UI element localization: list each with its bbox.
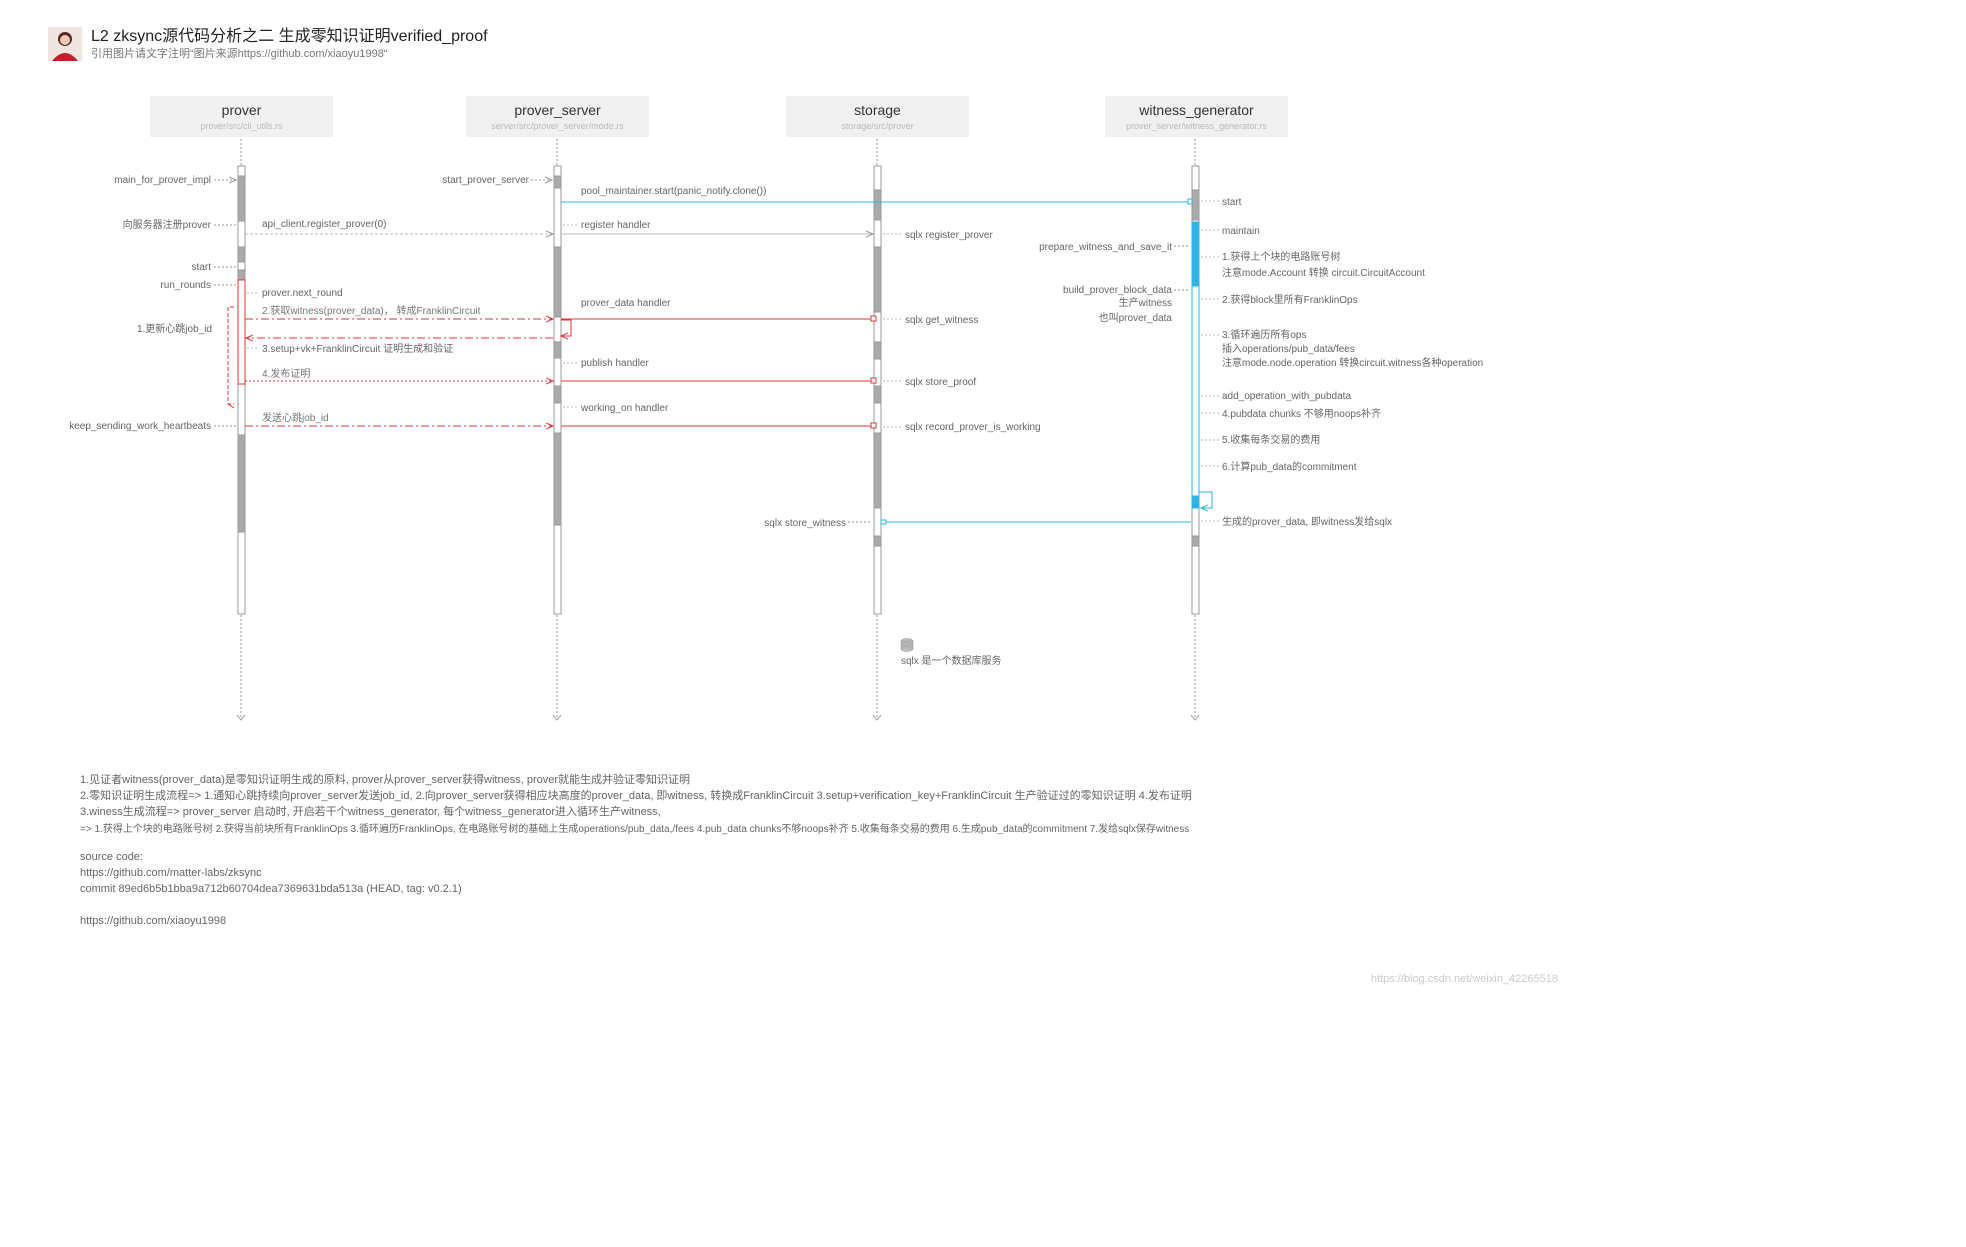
message-store-witness: [880, 491, 1213, 525]
page-title: L2 zksync源代码分析之二 生成零知识证明verified_proof: [91, 28, 488, 45]
label-build-block-data: build_prover_block_data: [1063, 285, 1172, 296]
label-wg-step2: 2.获得block里所有FranklinOps: [1222, 293, 1358, 306]
author-avatar: [48, 27, 82, 61]
label-wg-step5: 5.收集每条交易的费用: [1222, 433, 1320, 446]
label-wg-step4: 4.pubdata chunks 不够用noops补齐: [1222, 407, 1381, 420]
label-sqlx-store-proof: sqlx store_proof: [905, 377, 976, 388]
actor-path: server/src/prover_server/mode.rs: [491, 121, 624, 131]
label-prover-next-round: prover.next_round: [262, 288, 343, 299]
label-get-witness: 2.获取witness(prover_data)， 转成FranklinCirc…: [262, 304, 481, 317]
label-wg-maintain: maintain: [1222, 226, 1260, 237]
label-add-operation: add_operation_with_pubdata: [1222, 391, 1351, 402]
label-register-prover-cn: 向服务器注册prover: [123, 218, 212, 231]
actor-storage: storage storage/src/prover: [786, 96, 969, 137]
label-setup-vk: 3.setup+vk+FranklinCircuit 证明生成和验证: [262, 342, 453, 355]
actor-prover-server: prover_server server/src/prover_server/m…: [466, 96, 649, 137]
label-sqlx-record-working: sqlx record_prover_is_working: [905, 422, 1041, 433]
label-api-register: api_client.register_prover(0): [262, 219, 387, 230]
source-commit: commit 89ed6b5b1bba9a712b60704dea7369631…: [80, 883, 462, 895]
label-wg-step1b: 注意mode.Account 转换 circuit.CircuitAccount: [1222, 266, 1425, 279]
watermark: https://blog.csdn.net/weixin_42265518: [1370, 973, 1558, 985]
label-prepare-witness: prepare_witness_and_save_it: [1039, 242, 1172, 253]
database-icon: [900, 638, 914, 652]
label-register-handler: register handler: [581, 220, 651, 231]
label-publish-handler: publish handler: [581, 358, 649, 369]
label-wg-step3a: 3.循环遍历所有ops: [1222, 328, 1306, 341]
prover-loop-activation: [237, 279, 246, 385]
lifeline-ends: [236, 714, 1200, 721]
note-line-2: 2.零知识证明生成流程=> 1.通知心跳持续向prover_server发送jo…: [80, 790, 1192, 802]
activation-witness-generator: [1191, 165, 1200, 615]
label-working-on-handler: working_on handler: [580, 403, 669, 414]
note-line-3: 3.winess生成流程=> prover_server 启动时, 开启若干个w…: [80, 806, 661, 818]
label-wg-step1a: 1.获得上个块的电路账号树: [1222, 250, 1340, 263]
label-start-prover-server: start_prover_server: [442, 175, 529, 186]
label-wg-step6: 6.计算pub_data的commitment: [1222, 460, 1357, 473]
actor-prover: prover prover/src/cli_utils.rs: [150, 96, 333, 137]
source-heading: source code:: [80, 851, 143, 863]
heartbeat-bracket: [227, 306, 234, 405]
label-start: start: [192, 262, 212, 273]
label-publish-proof: 4.发布证明: [262, 367, 310, 380]
source-repo-link[interactable]: https://github.com/matter-labs/zksync: [80, 867, 262, 879]
label-sqlx-db-note: sqlx 是一个数据库服务: [901, 654, 1002, 667]
label-keep-sending: keep_sending_work_heartbeats: [69, 421, 211, 432]
activation-prover-server: [553, 165, 562, 615]
label-update-heartbeat: 1.更新心跳job_id: [137, 322, 212, 335]
message-publish-proof: [245, 377, 877, 383]
label-wg-generated: 生成的prover_data, 即witness发给sqlx: [1222, 515, 1392, 528]
activation-prover: [237, 165, 246, 615]
actor-witness-generator: witness_generator prover_server/witness_…: [1105, 96, 1288, 137]
sequence-diagram: main_for_prover_impl 向服务器注册prover start …: [69, 139, 1483, 721]
label-pool-maintainer: pool_maintainer.start(panic_notify.clone…: [581, 186, 766, 197]
message-pool-maintainer: [561, 198, 1193, 205]
label-sqlx-register-prover: sqlx register_prover: [905, 230, 993, 241]
note-line-1: 1.见证者witness(prover_data)是零知识证明生成的原料, pr…: [80, 774, 691, 786]
label-prover-data-handler: prover_data handler: [581, 298, 671, 309]
activation-storage: [873, 165, 882, 615]
actor-path: storage/src/prover: [841, 121, 914, 131]
actor-name: witness_generator: [1139, 102, 1254, 118]
label-send-heartbeat: 发送心跳job_id: [262, 411, 329, 424]
author-link[interactable]: https://github.com/xiaoyu1998: [80, 915, 227, 927]
label-sqlx-store-witness: sqlx store_witness: [764, 518, 846, 529]
label-wg-start: start: [1222, 197, 1242, 208]
message-get-witness: [245, 315, 877, 338]
label-produce-witness: 生产witness: [1119, 296, 1172, 309]
page-subtitle: 引用图片请文字注明“图片来源https://github.com/xiaoyu1…: [91, 48, 388, 60]
note-line-4: => 1.获得上个块的电路账号树 2.获得当前块所有FranklinOps 3.…: [80, 824, 1190, 835]
label-wg-step3c: 注意mode.node.operation 转换circuit.witness各…: [1222, 356, 1483, 369]
message-heartbeat: [245, 422, 877, 428]
label-sqlx-get-witness: sqlx get_witness: [905, 315, 978, 326]
actor-path: prover/src/cli_utils.rs: [200, 121, 283, 131]
label-main-for-prover-impl: main_for_prover_impl: [114, 175, 211, 186]
label-also-prover-data: 也叫prover_data: [1099, 311, 1173, 324]
label-wg-step3b: 插入operations/pub_data/fees: [1222, 342, 1355, 355]
actor-name: storage: [854, 102, 901, 118]
actor-name: prover_server: [514, 102, 601, 118]
label-run-rounds: run_rounds: [160, 280, 211, 291]
actor-path: prover_server/witness_generator.rs: [1125, 121, 1268, 131]
actor-name: prover: [221, 102, 262, 118]
